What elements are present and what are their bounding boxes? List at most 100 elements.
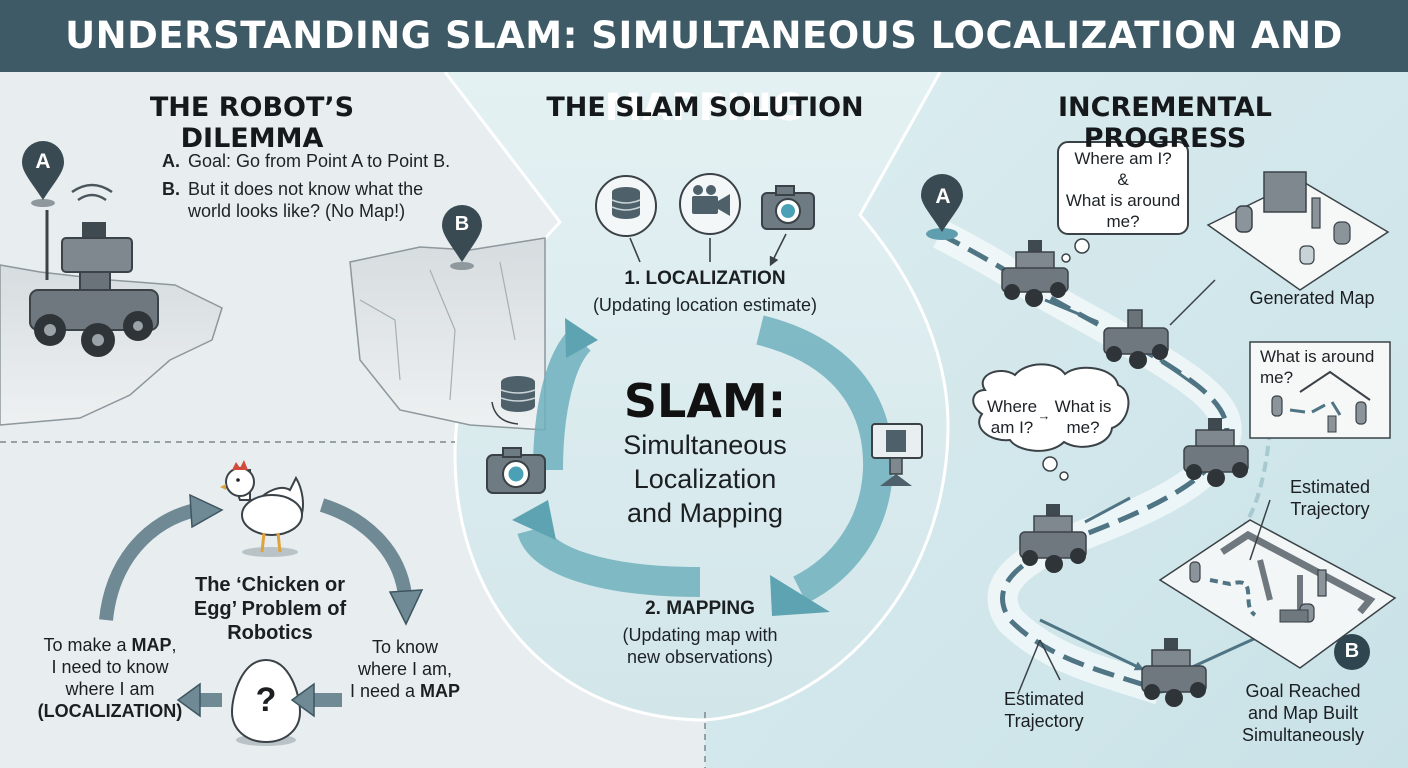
goal-line-1: Goal Reached — [1245, 681, 1361, 701]
map-grid-icon — [1158, 519, 1397, 669]
bubble-2-line-1: What is around — [1260, 347, 1375, 366]
est-traj-2-line-2: Trajectory — [1004, 711, 1084, 731]
egg-icon — [230, 658, 302, 746]
localization-step-subtitle: (Updating location estimate) — [592, 295, 818, 315]
center-heading: THE SLAM SOLUTION — [546, 92, 864, 123]
estimated-trajectory-label-1: Estimated Trajectory — [1270, 476, 1390, 520]
bubble-where-am-i: Where am I? & What is around me? — [1060, 148, 1186, 232]
bubble-3-right-line-1: What is — [1054, 397, 1112, 416]
know-where-line-2: where I am, — [357, 659, 453, 679]
bubble-3-arrow: → — [1037, 408, 1051, 423]
chicken-egg-line-1: The ‘Chicken or — [194, 574, 346, 596]
goal-text: Goal: Go from Point A to Point B. — [188, 151, 451, 171]
egg-question-mark: ? — [255, 681, 277, 719]
robot-icon — [1141, 638, 1207, 707]
make-map-line-2: I need to know — [51, 657, 169, 677]
slam-title: SLAM: — [623, 374, 787, 428]
slam-subtitle-line-1: Simultaneous — [623, 430, 787, 460]
mapping-step-title: 2. MAPPING — [645, 598, 755, 619]
bubble-3-left-line-1: Where — [986, 397, 1038, 416]
est-traj-1-line-1: Estimated — [1289, 477, 1371, 497]
know-where-line-3: I need a MAP — [340, 680, 470, 702]
goal-reached-caption: Goal Reached and Map Built Simultaneousl… — [1224, 680, 1382, 746]
make-map-prefix: To make a — [43, 635, 132, 655]
sensor-input-arrows — [629, 233, 787, 262]
slam-subtitle-line-2: Localization — [633, 464, 777, 494]
bubble-2-line-2: me? — [1260, 368, 1294, 387]
chicken-egg-line-3: Robotics — [227, 622, 313, 644]
bubble-1-line-3: What is around — [1065, 191, 1181, 210]
goal-line-3: Simultaneously — [1241, 725, 1365, 745]
location-pin-icon — [442, 205, 482, 270]
bubble-3-left: Where am I? — [984, 396, 1040, 438]
know-where-caption: To know where I am, I need a MAP — [340, 636, 470, 702]
robot-icon — [1183, 418, 1249, 487]
database-icon — [491, 376, 536, 425]
mapping-sub-line-2: new observations) — [626, 647, 774, 667]
location-pin-icon — [921, 174, 963, 240]
goal-line-2: and Map Built — [1247, 703, 1359, 723]
point-a-label: A — [35, 150, 51, 173]
know-where-line-1: To know — [371, 637, 439, 657]
robot-icon — [1001, 240, 1069, 307]
location-pin-icon — [1334, 634, 1370, 670]
need-a-prefix: I need a — [349, 681, 421, 701]
no-map-marker: B. — [162, 179, 180, 199]
right-point-a-label: A — [935, 185, 951, 208]
slam-subtitle: Simultaneous Localization and Mapping — [570, 428, 840, 530]
make-map-caption: To make a MAP, I need to know where I am… — [20, 634, 200, 722]
lidar-sensor-icon — [871, 423, 923, 486]
bubble-3-right: What is me? — [1050, 396, 1116, 438]
thought-bubble-icon — [972, 363, 1130, 481]
cliff-crack-lines — [359, 261, 516, 401]
make-map-suffix: , — [171, 635, 177, 655]
label-leader-lines — [1017, 499, 1271, 695]
title-banner: UNDERSTANDING SLAM: SIMULTANEOUS LOCALIZ… — [0, 0, 1408, 129]
bubble-what-is-around: What is around me? — [1254, 346, 1388, 388]
robot-icon — [1103, 309, 1169, 369]
generated-map-label: Generated Map — [1249, 288, 1375, 308]
camera-icon — [761, 185, 815, 230]
chicken-egg-line-2: Egg’ Problem of — [193, 598, 347, 620]
mapping-step-subtitle: (Updating map with new observations) — [580, 624, 820, 668]
camera-icon — [486, 447, 546, 494]
estimated-trajectory-label-2: Estimated Trajectory — [984, 688, 1104, 732]
robot-icon — [29, 183, 159, 357]
map-emphasis: MAP — [131, 635, 172, 655]
map-emphasis: MAP — [420, 681, 461, 701]
right-point-b-label: B — [1344, 640, 1360, 662]
slam-cycle-arrows — [512, 315, 894, 616]
right-heading: INCREMENTAL PROGRESS — [1057, 92, 1273, 154]
thought-bubble-icon — [1057, 141, 1189, 263]
point-b-label: B — [454, 213, 470, 235]
bubble-1-line-1: Where am I? — [1074, 149, 1172, 168]
chicken-icon — [220, 460, 304, 557]
mapping-sub-line-1: (Updating map with — [622, 625, 778, 645]
location-pin-icon — [22, 141, 64, 207]
video-camera-icon — [679, 173, 741, 235]
slam-subtitle-line-3: and Mapping — [626, 498, 784, 528]
est-traj-1-line-2: Trajectory — [1290, 499, 1370, 519]
left-heading: THE ROBOT’S DILEMMA — [149, 92, 355, 154]
chicken-egg-title: The ‘Chicken or Egg’ Problem of Robotics — [165, 573, 375, 645]
database-icon — [595, 175, 657, 237]
bubble-3-right-line-2: me? — [1066, 418, 1100, 437]
bubble-3-left-line-2: am I? — [990, 418, 1034, 437]
map-grid-icon — [1169, 171, 1390, 326]
make-map-line-4: (LOCALIZATION) — [37, 701, 183, 721]
bubble-1-line-2: & — [1117, 170, 1129, 189]
goal-marker: A. — [162, 151, 180, 171]
bubble-1-line-4: me? — [1106, 212, 1140, 231]
page-title: UNDERSTANDING SLAM: SIMULTANEOUS LOCALIZ… — [65, 14, 1343, 129]
est-traj-2-line-1: Estimated — [1003, 689, 1085, 709]
map-grid-icon — [1249, 341, 1391, 439]
localization-step-title: 1. LOCALIZATION — [624, 268, 786, 289]
no-map-line-1: But it does not know what the — [188, 179, 424, 199]
no-map-line-2: world looks like? (No Map!) — [188, 201, 406, 221]
make-map-line-3: where I am — [65, 679, 155, 699]
chicken-egg-cycle-arrows — [99, 493, 424, 718]
robot-icon — [1019, 504, 1087, 573]
make-map-line-1: To make a MAP, — [20, 634, 200, 656]
